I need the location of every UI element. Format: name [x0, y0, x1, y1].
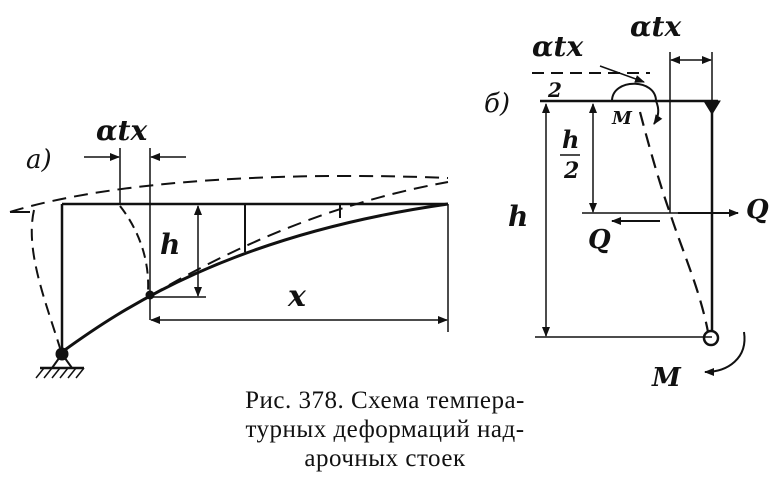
m-label-bottom: M	[651, 363, 682, 393]
q-label-left: Q	[588, 225, 611, 255]
caption-line-1: Рис. 378. Схема темпера-	[245, 387, 525, 414]
ground-hatch	[35, 367, 85, 379]
alpha-label-a: αtx	[96, 114, 147, 147]
support-leg-left	[51, 353, 63, 369]
deflected-column-dashed	[30, 209, 61, 349]
deflected-arch-dashed	[149, 181, 449, 297]
m-label-top: M	[611, 108, 633, 129]
figure-caption: Рис. 378. Схема темпера- турных деформац…	[150, 386, 620, 473]
alpha-pointer-b	[599, 65, 645, 83]
caption-line-3: арочных стоек	[304, 445, 466, 472]
deflected-post-dashed	[119, 205, 150, 293]
h-half-numerator: h	[562, 125, 579, 154]
h-half-denominator: 2	[563, 158, 579, 184]
h-label-b: h	[508, 200, 528, 233]
alpha-label-b-left: αtx	[532, 30, 583, 63]
support-leg-right	[61, 353, 73, 369]
moment-arc-top	[611, 82, 657, 102]
hinge-b	[702, 329, 720, 347]
panel-a-label: a)	[26, 145, 52, 175]
two-label-b: 2	[547, 78, 562, 102]
hinge-a	[145, 290, 155, 300]
q-label-right: Q	[746, 195, 769, 225]
h-label-a: h	[160, 228, 180, 261]
caption-line-2: турных деформаций над-	[245, 416, 525, 443]
x-label-a: x	[287, 279, 307, 314]
panel-a	[9, 148, 449, 379]
roller-support	[703, 100, 721, 115]
moment-arc-bottom	[704, 331, 746, 376]
panel-b	[532, 52, 746, 376]
deflected-deck-dashed	[9, 174, 449, 213]
arch-curve	[61, 202, 449, 354]
moment-tail-top	[653, 100, 663, 125]
panel-b-label: б)	[484, 89, 510, 119]
alpha-label-b-top: αtx	[630, 10, 681, 43]
